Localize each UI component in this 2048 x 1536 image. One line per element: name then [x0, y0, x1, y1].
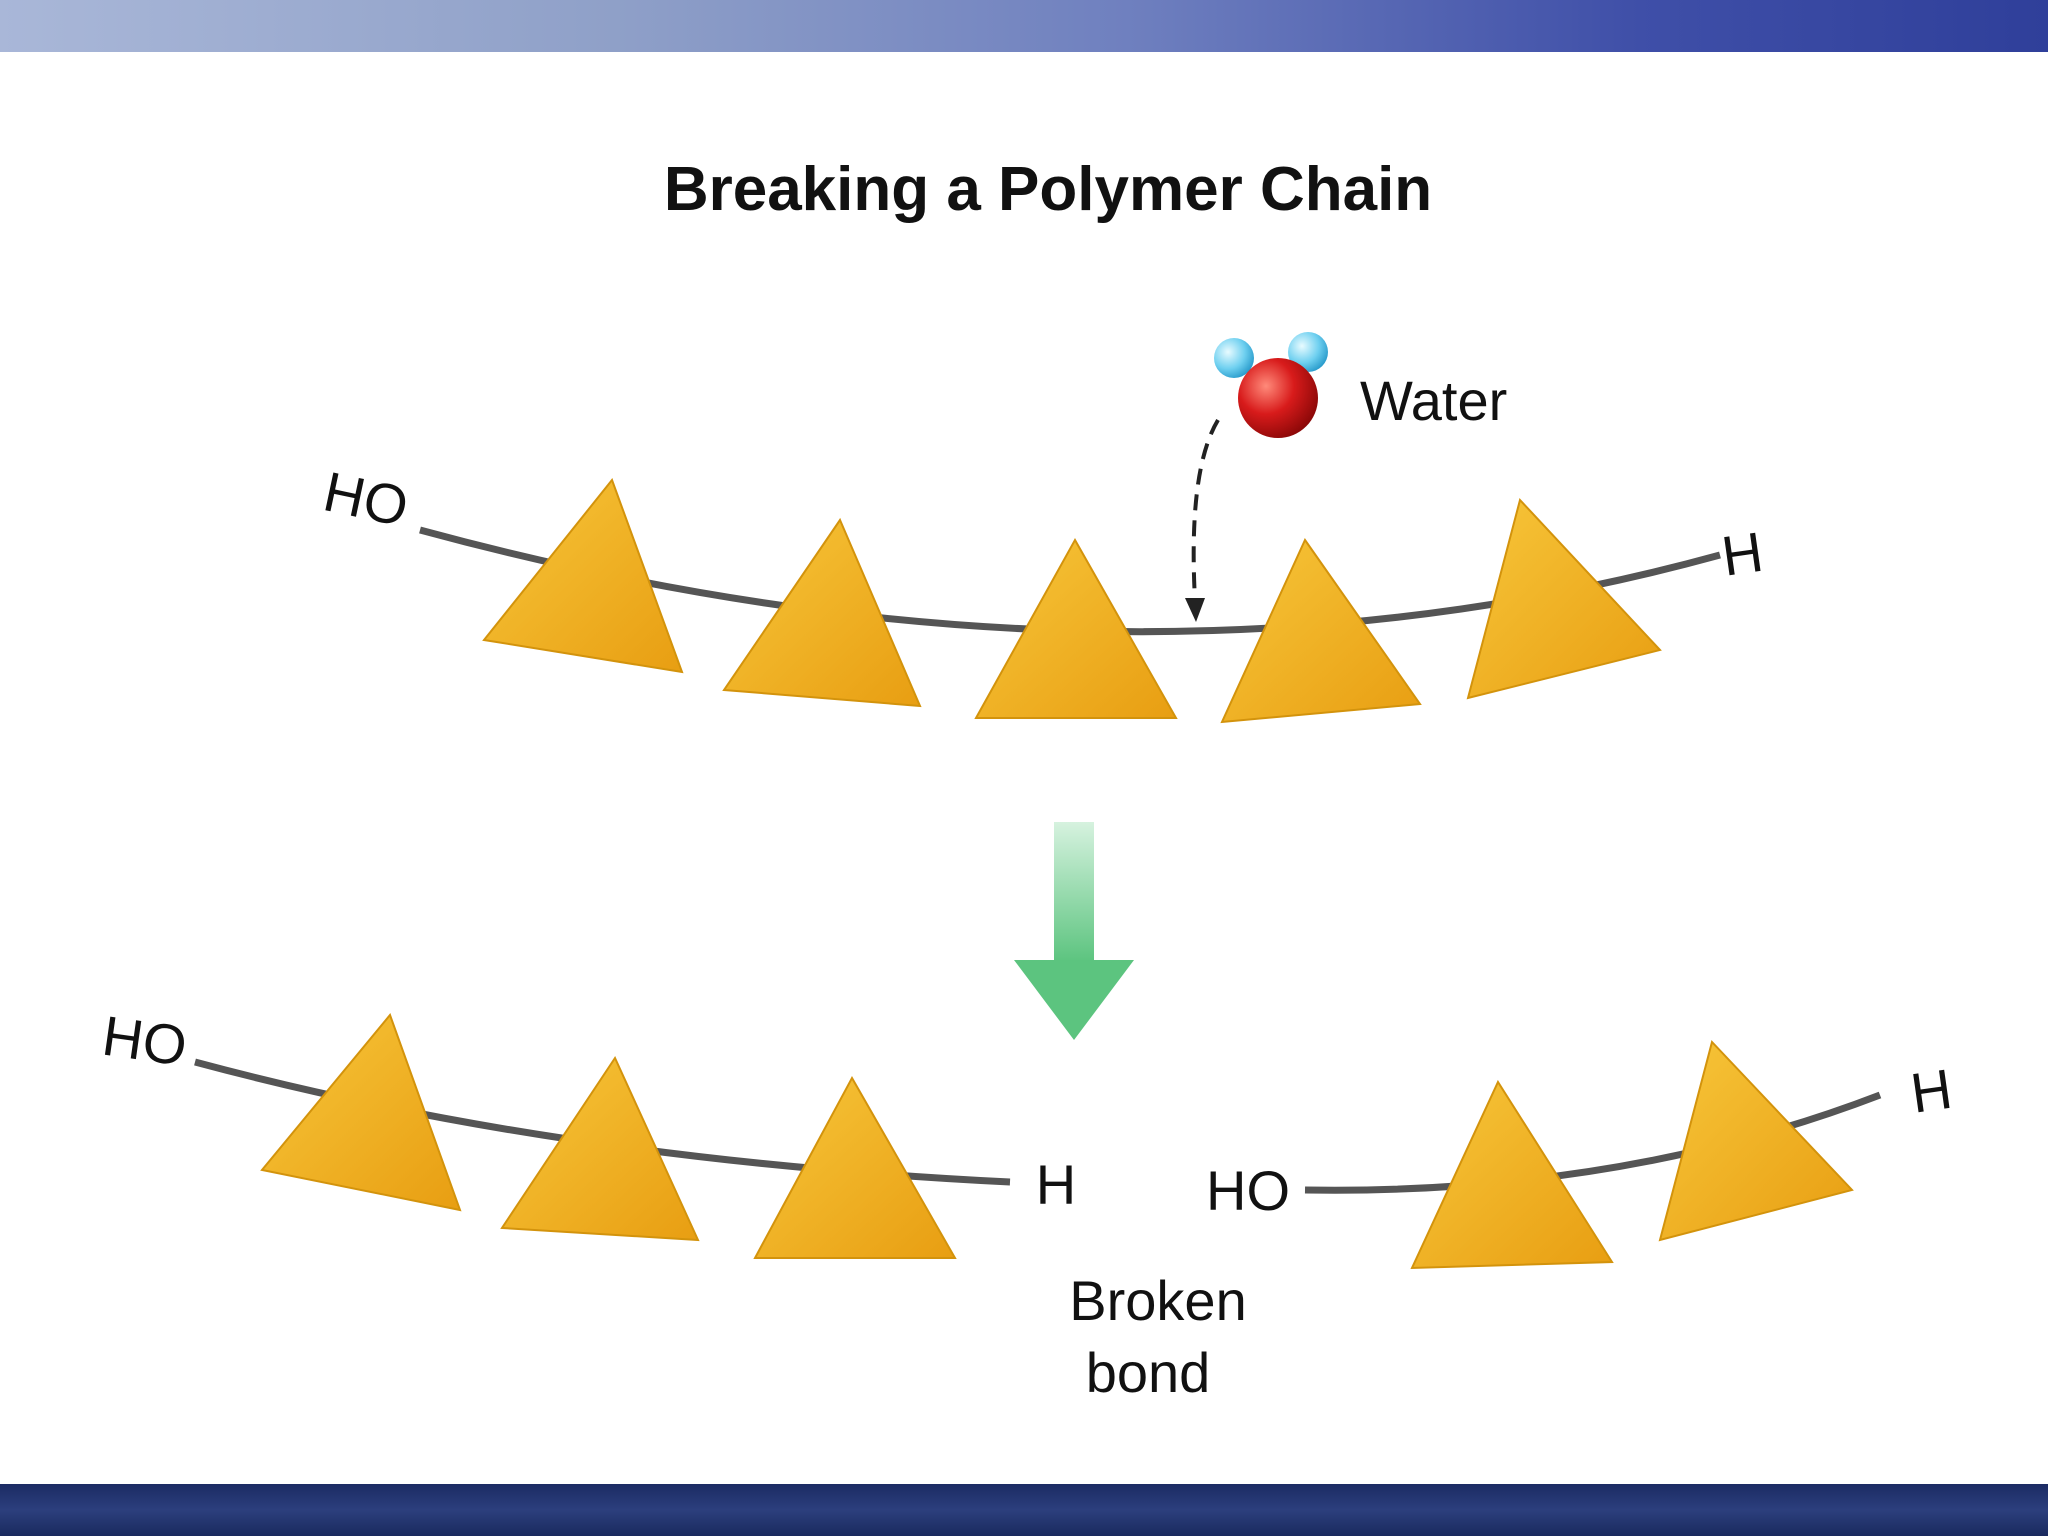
broken-bond-label-line1: Broken [1069, 1269, 1246, 1332]
monomer-4 [1220, 537, 1422, 724]
bottom-left-fragment: HO H [99, 1004, 1076, 1259]
oxygen-atom [1238, 358, 1318, 438]
monomer-2 [722, 517, 922, 708]
water-molecule [1214, 332, 1328, 438]
monomer-3 [974, 537, 1178, 719]
monomer-7 [500, 1055, 700, 1242]
top-polymer-chain: HO H [318, 459, 1767, 724]
bottom-banner [0, 1484, 2048, 1536]
hydrogen-atom-1 [1214, 338, 1254, 378]
hydrolysis-dashed-arrow [1185, 418, 1220, 622]
top-banner [0, 0, 2048, 52]
top-chain-h-label: H [1718, 520, 1767, 588]
top-chain-ho-label: HO [318, 459, 413, 538]
monomer-10 [1658, 1040, 1854, 1242]
monomer-8 [753, 1075, 957, 1259]
hydrogen-atom-2 [1288, 332, 1328, 372]
bottom-right-ho-label: HO [1206, 1159, 1290, 1222]
dashed-arrow-head [1185, 598, 1205, 622]
broken-bond-label-line2: bond [1086, 1341, 1211, 1404]
bottom-left-ho-label: HO [99, 1004, 191, 1078]
monomer-6 [260, 1013, 462, 1212]
monomer-9 [1410, 1079, 1614, 1270]
monomer-5 [1466, 497, 1662, 700]
water-label: Water [1360, 369, 1507, 432]
reaction-arrow [1014, 822, 1134, 1040]
bottom-right-fragment: HO H [1206, 1040, 1956, 1270]
reaction-arrow-shaft [1054, 822, 1094, 962]
monomer-1 [482, 477, 684, 674]
dashed-arrow-line [1191, 418, 1220, 601]
bottom-right-h-label: H [1907, 1057, 1956, 1125]
bottom-left-h-label: H [1036, 1153, 1076, 1216]
reaction-arrow-head [1014, 960, 1134, 1040]
bottom-right-backbone [1304, 1091, 1882, 1194]
diagram-title: Breaking a Polymer Chain [664, 155, 1432, 224]
